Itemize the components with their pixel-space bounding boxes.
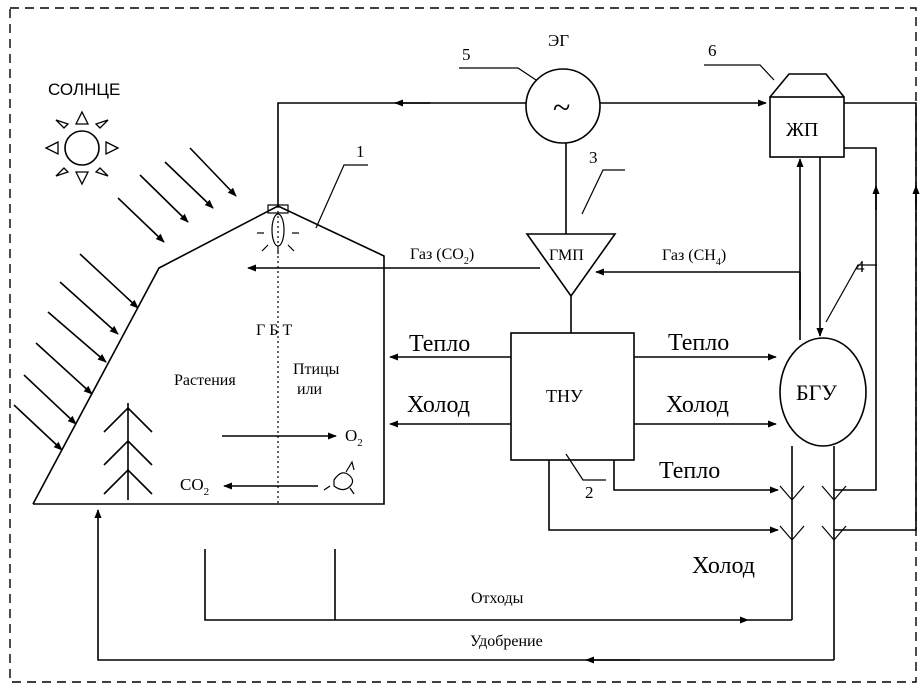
zhp-label: ЖП [786,119,818,141]
cold-left-label: Холод [407,392,470,418]
sun-rays [14,148,236,450]
plants-label: Растения [174,372,236,389]
waste-label: Отходы [471,590,524,607]
eg-symbol: ~ [553,89,570,125]
gas-co2-label: Газ (CO2) [410,246,474,267]
gmp-triangle [527,234,615,296]
cold-bottom-label: Холод [692,553,755,579]
o2-label: O2 [345,426,363,449]
heat-left-label: Тепло [409,331,470,357]
callout-1: 1 [356,142,365,161]
eg-label: ЭГ [548,31,569,50]
callout-5: 5 [462,45,471,64]
gbt-label: Г Б Т [256,322,292,339]
bgu-label: БГУ [796,380,837,405]
bgu-bottom-connections [780,446,846,660]
heat-bottom-label: Тепло [659,458,720,484]
bird-icon [324,462,354,494]
tnu-label: ТНУ [546,386,583,406]
callout-6: 6 [708,41,717,60]
birds-label-line2: или [297,381,323,398]
cold-right-label: Холод [666,392,729,418]
gmp-label: ГМП [549,247,584,264]
callout-2: 2 [585,483,594,502]
co2-label: CO2 [180,475,209,498]
tree-icon [104,403,152,500]
sun-icon [46,112,118,184]
sun-label: СОЛНЦЕ [48,80,120,99]
greenhouse [33,206,384,504]
callout-3: 3 [589,148,598,167]
birds-label-line1: Птицы [293,361,340,378]
fertilizer-label: Удобрение [470,633,543,650]
gas-ch4-label: Газ (CH4) [662,247,726,268]
heat-right-label: Тепло [668,330,729,356]
callout-4: 4 [856,257,865,276]
